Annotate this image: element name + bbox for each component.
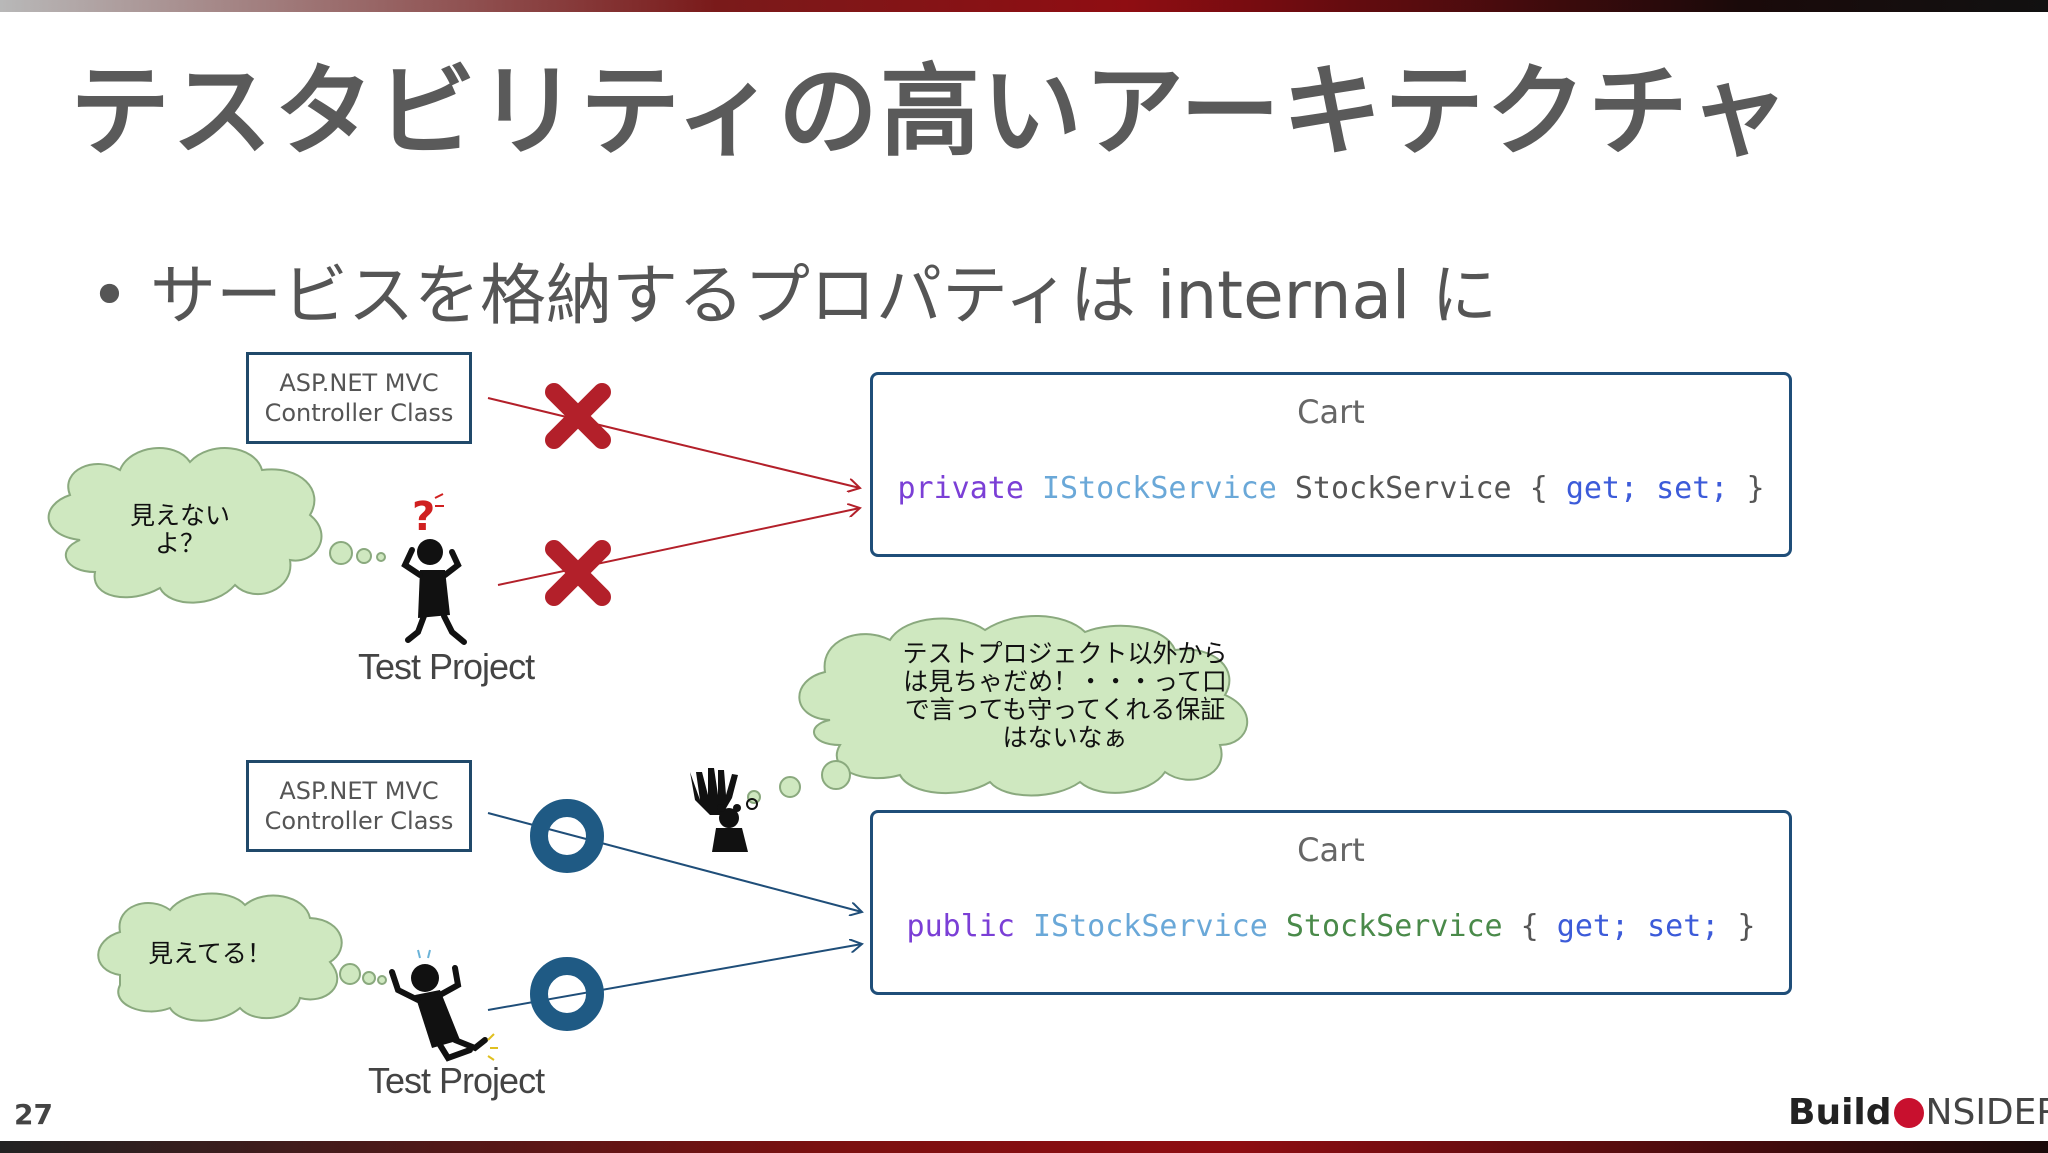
controller-label-line2: Controller Class: [264, 807, 454, 835]
svg-text:?: ?: [412, 494, 435, 540]
happy-person-icon: [389, 949, 498, 1062]
cart-title: Cart: [1297, 393, 1365, 431]
bubble-line: 見えない: [129, 501, 230, 530]
page-number: 27: [14, 1098, 53, 1131]
controller-class-box-bottom: ASP.NET MVC Controller Class: [246, 760, 472, 852]
code-set: set;: [1656, 471, 1729, 506]
test-project-label-top: Test Project: [358, 646, 535, 687]
code-line: public IStockService StockService { get;…: [873, 909, 1789, 944]
top-accent-bar: [0, 0, 2048, 12]
controller-class-box-top: ASP.NET MVC Controller Class: [246, 352, 472, 444]
code-brace-close: }: [1746, 471, 1765, 506]
cart-box-top: Cart private IStockService StockService …: [870, 372, 1792, 557]
bullet-dot-icon: •: [90, 257, 129, 334]
bubble-line: で言っても守ってくれる保証: [904, 695, 1226, 724]
controller-label-line1: ASP.NET MVC: [279, 777, 439, 805]
bubble-text-top: 見えない よ？: [100, 502, 260, 558]
bubble-line: は見ちゃだめ！・・・って口: [903, 667, 1227, 696]
bubble-line: よ？: [154, 529, 205, 558]
confused-person-icon: ?: [401, 493, 467, 645]
logo-mark-icon: [1893, 1098, 1924, 1128]
slide-title: テスタビリティの高いアーキテクチャ: [70, 53, 1791, 170]
ok-circle-icon: [530, 799, 604, 873]
ok-circle-icon: [530, 957, 604, 1031]
big-bubble-text: テストプロジェクト以外から は見ちゃだめ！・・・って口 で言っても守ってくれる保…: [860, 640, 1270, 752]
arrow-controller-to-cart-bottom: [487, 812, 862, 912]
cross-mark-icon: [545, 383, 611, 449]
code-type: IStockService: [1042, 471, 1277, 506]
cross-mark-icon: [545, 540, 611, 606]
code-line: private IStockService StockService { get…: [873, 471, 1789, 506]
arrow-test-to-cart-top: [497, 508, 860, 586]
code-property-name: StockService: [1285, 909, 1503, 944]
logo-part-insider: NSIDER: [1925, 1092, 2048, 1133]
code-brace-open: {: [1520, 909, 1539, 944]
code-type: IStockService: [1032, 909, 1268, 944]
cart-box-bottom: Cart public IStockService StockService {…: [870, 810, 1792, 995]
hand-with-bear-icon: [690, 768, 758, 852]
test-project-label-bottom: Test Project: [368, 1060, 545, 1101]
code-set: set;: [1647, 909, 1720, 944]
code-modifier: private: [897, 471, 1024, 506]
code-get: get;: [1556, 909, 1630, 944]
cart-title: Cart: [1297, 831, 1365, 869]
code-brace-close: }: [1737, 909, 1756, 944]
thought-bubble-shape: [97, 892, 387, 1022]
arrow-test-to-cart-bottom: [487, 944, 862, 1011]
logo-part-build: Build: [1788, 1092, 1892, 1133]
code-brace-open: {: [1529, 471, 1548, 506]
code-property-name: StockService: [1294, 471, 1512, 506]
controller-label-line1: ASP.NET MVC: [279, 369, 439, 397]
bullet-text: サービスを格納するプロパティは internal に: [150, 257, 1498, 334]
code-get: get;: [1565, 471, 1639, 506]
thought-bubble-shape: [47, 447, 386, 604]
bottom-accent-bar: [0, 1141, 2048, 1153]
build-insider-logo: Build NSIDER: [1788, 1092, 2048, 1133]
bubble-line: テストプロジェクト以外から: [902, 639, 1228, 668]
code-modifier: public: [906, 909, 1015, 944]
bubble-line: はないなぁ: [1002, 723, 1128, 752]
thought-bubble-shape: [747, 614, 1249, 804]
controller-label-line2: Controller Class: [264, 399, 454, 427]
bullet-item: • サービスを格納するプロパティは internal に: [90, 242, 1497, 338]
arrow-controller-to-cart-top: [487, 397, 860, 488]
bubble-text-bottom: 見えてる！: [148, 939, 272, 968]
